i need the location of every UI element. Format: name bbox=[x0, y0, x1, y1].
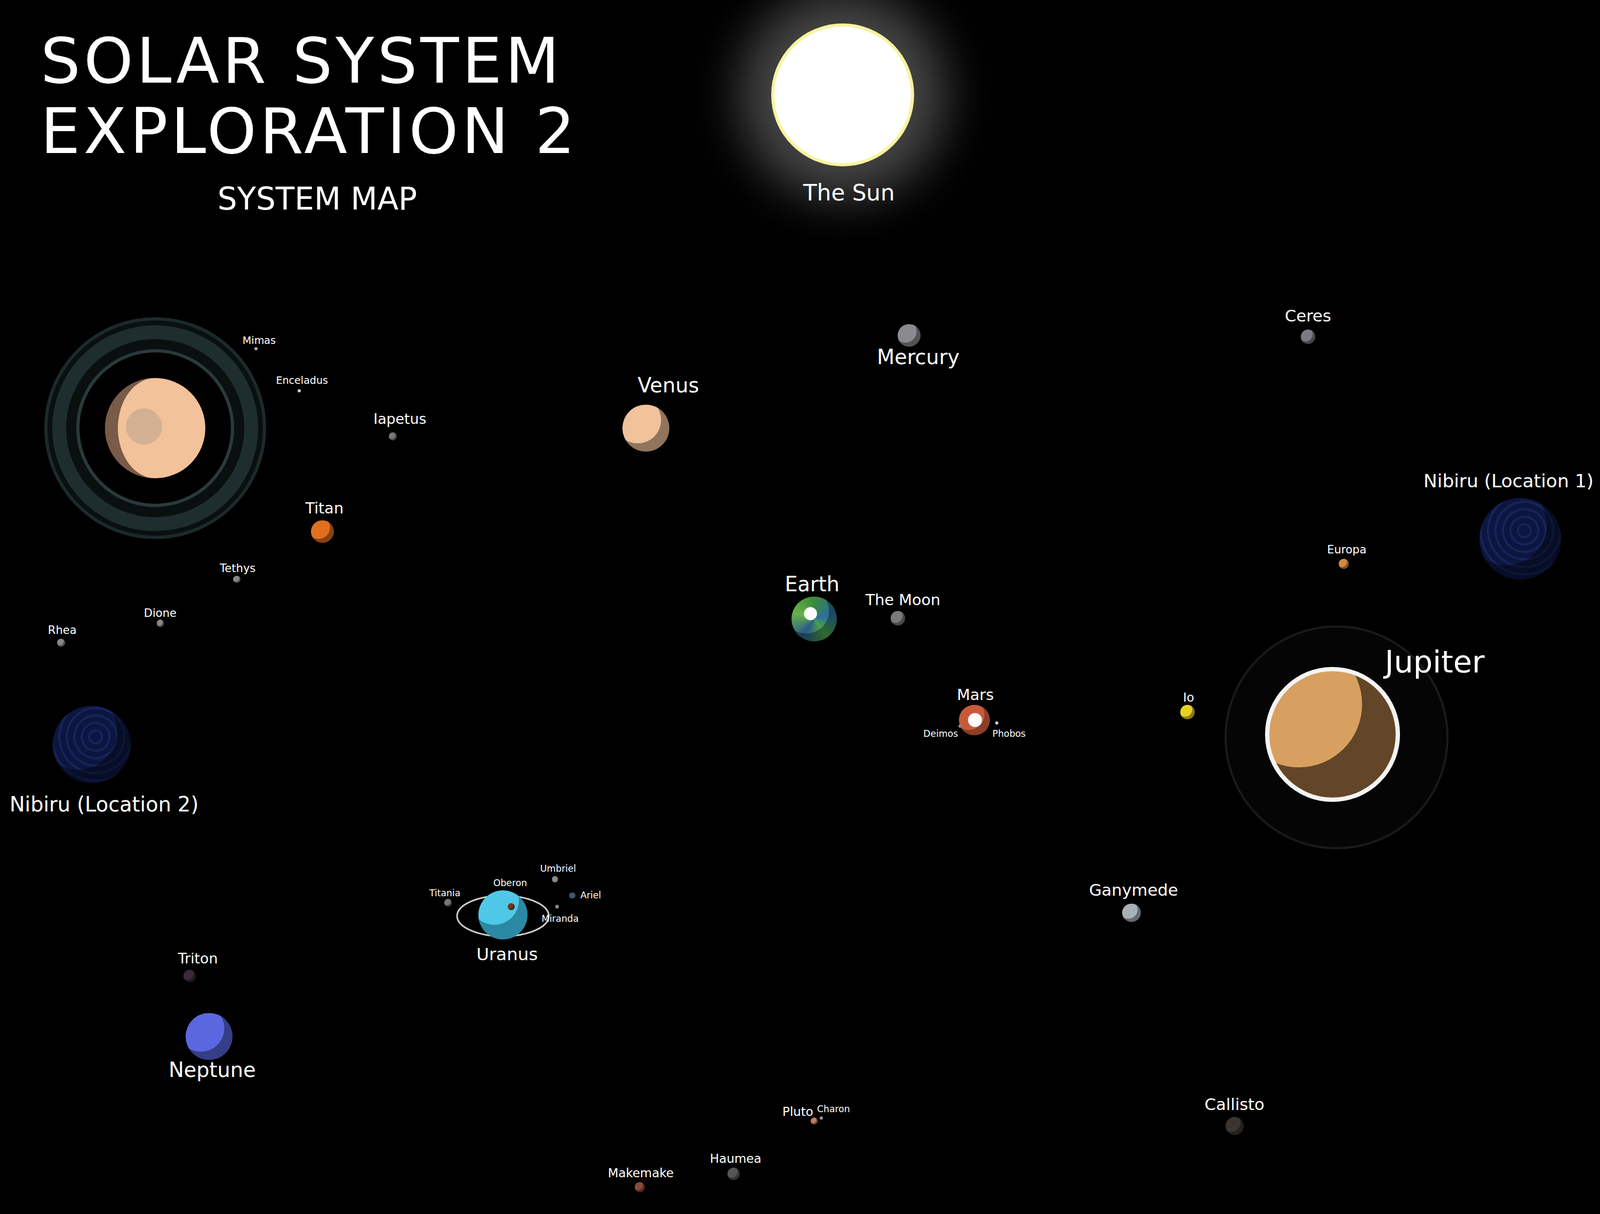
body-label: Ganymede bbox=[1089, 881, 1179, 900]
celestial-body: The Moon bbox=[890, 611, 906, 626]
body-label: Miranda bbox=[541, 914, 579, 925]
body-label: Mimas bbox=[242, 334, 276, 347]
celestial-body: Venus bbox=[622, 404, 670, 452]
celestial-body: Mars bbox=[958, 705, 990, 736]
body-label: Titania bbox=[429, 888, 461, 900]
celestial-body: Titan bbox=[310, 520, 334, 543]
body-label: Europa bbox=[1326, 543, 1367, 557]
star-body: The Sun bbox=[771, 23, 915, 167]
celestial-body: Callisto bbox=[1225, 1117, 1244, 1136]
celestial-body: Haumea bbox=[727, 1168, 740, 1181]
body-label: Haumea bbox=[709, 1152, 762, 1166]
body-label: The Sun bbox=[803, 180, 895, 206]
body-label: Makemake bbox=[608, 1166, 674, 1181]
celestial-body: Enceladus bbox=[297, 389, 301, 393]
celestial-body: Makemake bbox=[634, 1182, 645, 1193]
celestial-body: Jupiter bbox=[1265, 667, 1400, 803]
celestial-body: Miranda bbox=[555, 905, 560, 910]
body-label: Ceres bbox=[1284, 306, 1332, 326]
celestial-body: Mimas bbox=[254, 347, 258, 351]
body-label: Iapetus bbox=[373, 411, 427, 428]
celestial-body: Triton bbox=[183, 970, 196, 983]
celestial-body: Nibiru (Location 2) bbox=[52, 706, 131, 784]
body-label: Dione bbox=[144, 606, 177, 620]
body-label: Charon bbox=[817, 1104, 851, 1116]
celestial-body: Pluto bbox=[810, 1117, 818, 1125]
celestial-body: Europa bbox=[1338, 558, 1349, 570]
body-label: Ariel bbox=[580, 890, 602, 902]
body-label: Mars bbox=[956, 685, 994, 704]
celestial-body: Rhea bbox=[57, 638, 66, 647]
body-label: Titan bbox=[305, 499, 344, 517]
body-label: Neptune bbox=[168, 1058, 256, 1083]
celestial-body: Ganymede bbox=[1122, 904, 1141, 923]
celestial-body: Phobos bbox=[995, 721, 999, 725]
body-label: Nibiru (Location 2) bbox=[9, 793, 199, 817]
body-label: Deimos bbox=[923, 729, 958, 740]
celestial-body: Iapetus bbox=[388, 432, 397, 441]
body-label: Callisto bbox=[1204, 1095, 1265, 1115]
body-label: Tethys bbox=[219, 561, 256, 575]
body-label: Venus bbox=[637, 373, 699, 398]
celestial-body: Umbriel bbox=[552, 876, 558, 883]
celestial-body: Nibiru (Location 1) bbox=[1479, 498, 1562, 580]
map-subtitle: SYSTEM MAP bbox=[217, 180, 418, 218]
body-label: The Moon bbox=[865, 590, 941, 609]
celestial-body: Uranus bbox=[478, 890, 528, 940]
celestial-body: Tethys bbox=[233, 576, 240, 583]
celestial-body: Earth bbox=[791, 596, 837, 642]
body-label: Jupiter bbox=[1384, 644, 1485, 680]
celestial-body: Charon bbox=[819, 1116, 823, 1120]
celestial-body: Titania bbox=[444, 899, 452, 907]
celestial-body: Ariel bbox=[569, 892, 575, 899]
celestial-body: Dione bbox=[156, 619, 164, 627]
body-label: Triton bbox=[178, 950, 219, 968]
body-label: Umbriel bbox=[540, 864, 577, 875]
celestial-body: Io bbox=[1180, 705, 1195, 720]
body-label: Rhea bbox=[48, 624, 77, 637]
body-label: Mercury bbox=[876, 345, 960, 370]
body-label: Nibiru (Location 1) bbox=[1423, 470, 1594, 493]
body-label: Io bbox=[1182, 690, 1195, 705]
celestial-body: Neptune bbox=[185, 1013, 233, 1061]
body-label: Phobos bbox=[992, 729, 1026, 740]
saturn-figure bbox=[45, 318, 265, 538]
body-label: Uranus bbox=[476, 945, 538, 965]
body-label: Enceladus bbox=[275, 374, 328, 387]
celestial-body: Ceres bbox=[1300, 329, 1316, 344]
map-title: SOLAR SYSTEM EXPLORATION 2 bbox=[40, 25, 713, 167]
body-label: Oberon bbox=[493, 878, 527, 890]
celestial-body: Mercury bbox=[897, 324, 920, 347]
body-label: Earth bbox=[784, 572, 840, 597]
body-label: Pluto bbox=[782, 1105, 814, 1119]
